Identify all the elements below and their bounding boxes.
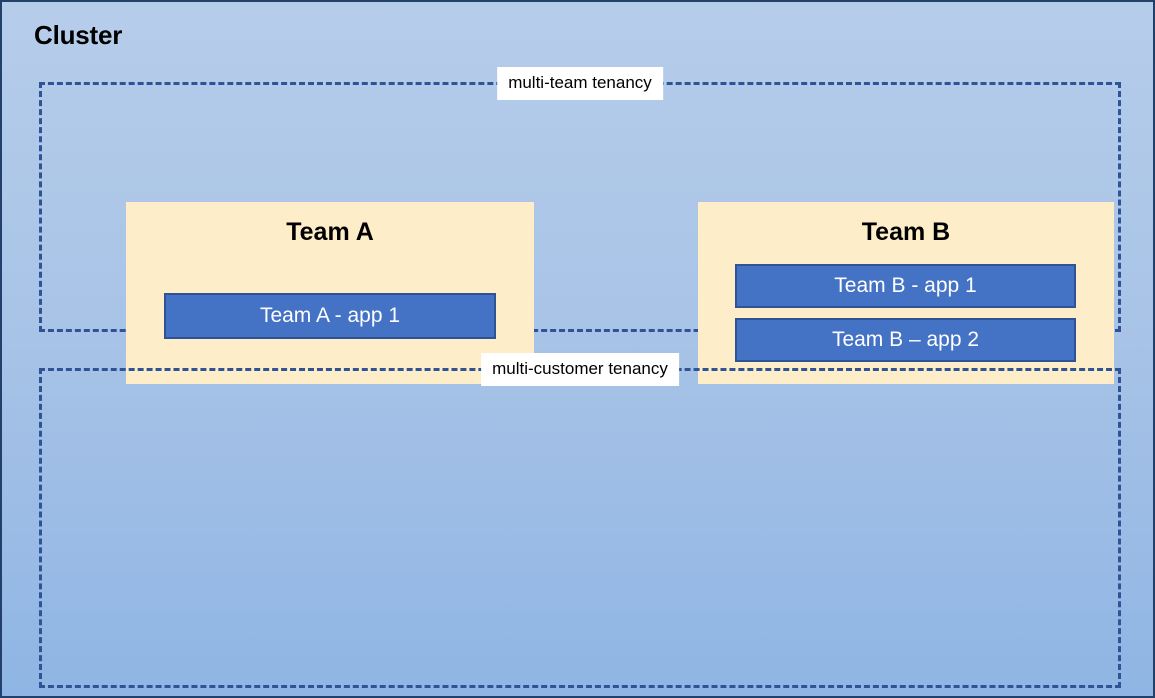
multi-customer-tenancy-group: multi-customer tenancy Team C Team C – a… — [39, 353, 1121, 688]
cluster-title: Cluster — [34, 20, 123, 50]
multi-customer-tenancy-label: multi-customer tenancy — [481, 353, 679, 386]
team-b-title: Team B — [861, 218, 951, 246]
multi-team-tenancy-label: multi-team tenancy — [497, 67, 663, 100]
team-b-app-list: Team B - app 1 Team B – app 2 — [735, 264, 1076, 362]
app-bar-team-b-app-2[interactable]: Team B – app 2 — [735, 318, 1076, 362]
app-bar-team-a-app-1[interactable]: Team A - app 1 — [164, 293, 496, 339]
team-a-app-list: Team A - app 1 — [164, 293, 496, 339]
team-a-box: Team A Team A - app 1 — [126, 202, 534, 384]
team-b-box: Team B Team B - app 1 Team B – app 2 — [698, 202, 1114, 384]
app-bar-team-b-app-1[interactable]: Team B - app 1 — [735, 264, 1076, 308]
multi-team-tenancy-group: multi-team tenancy Team A Team A - app 1… — [39, 67, 1121, 384]
team-a-title: Team A — [286, 218, 374, 246]
